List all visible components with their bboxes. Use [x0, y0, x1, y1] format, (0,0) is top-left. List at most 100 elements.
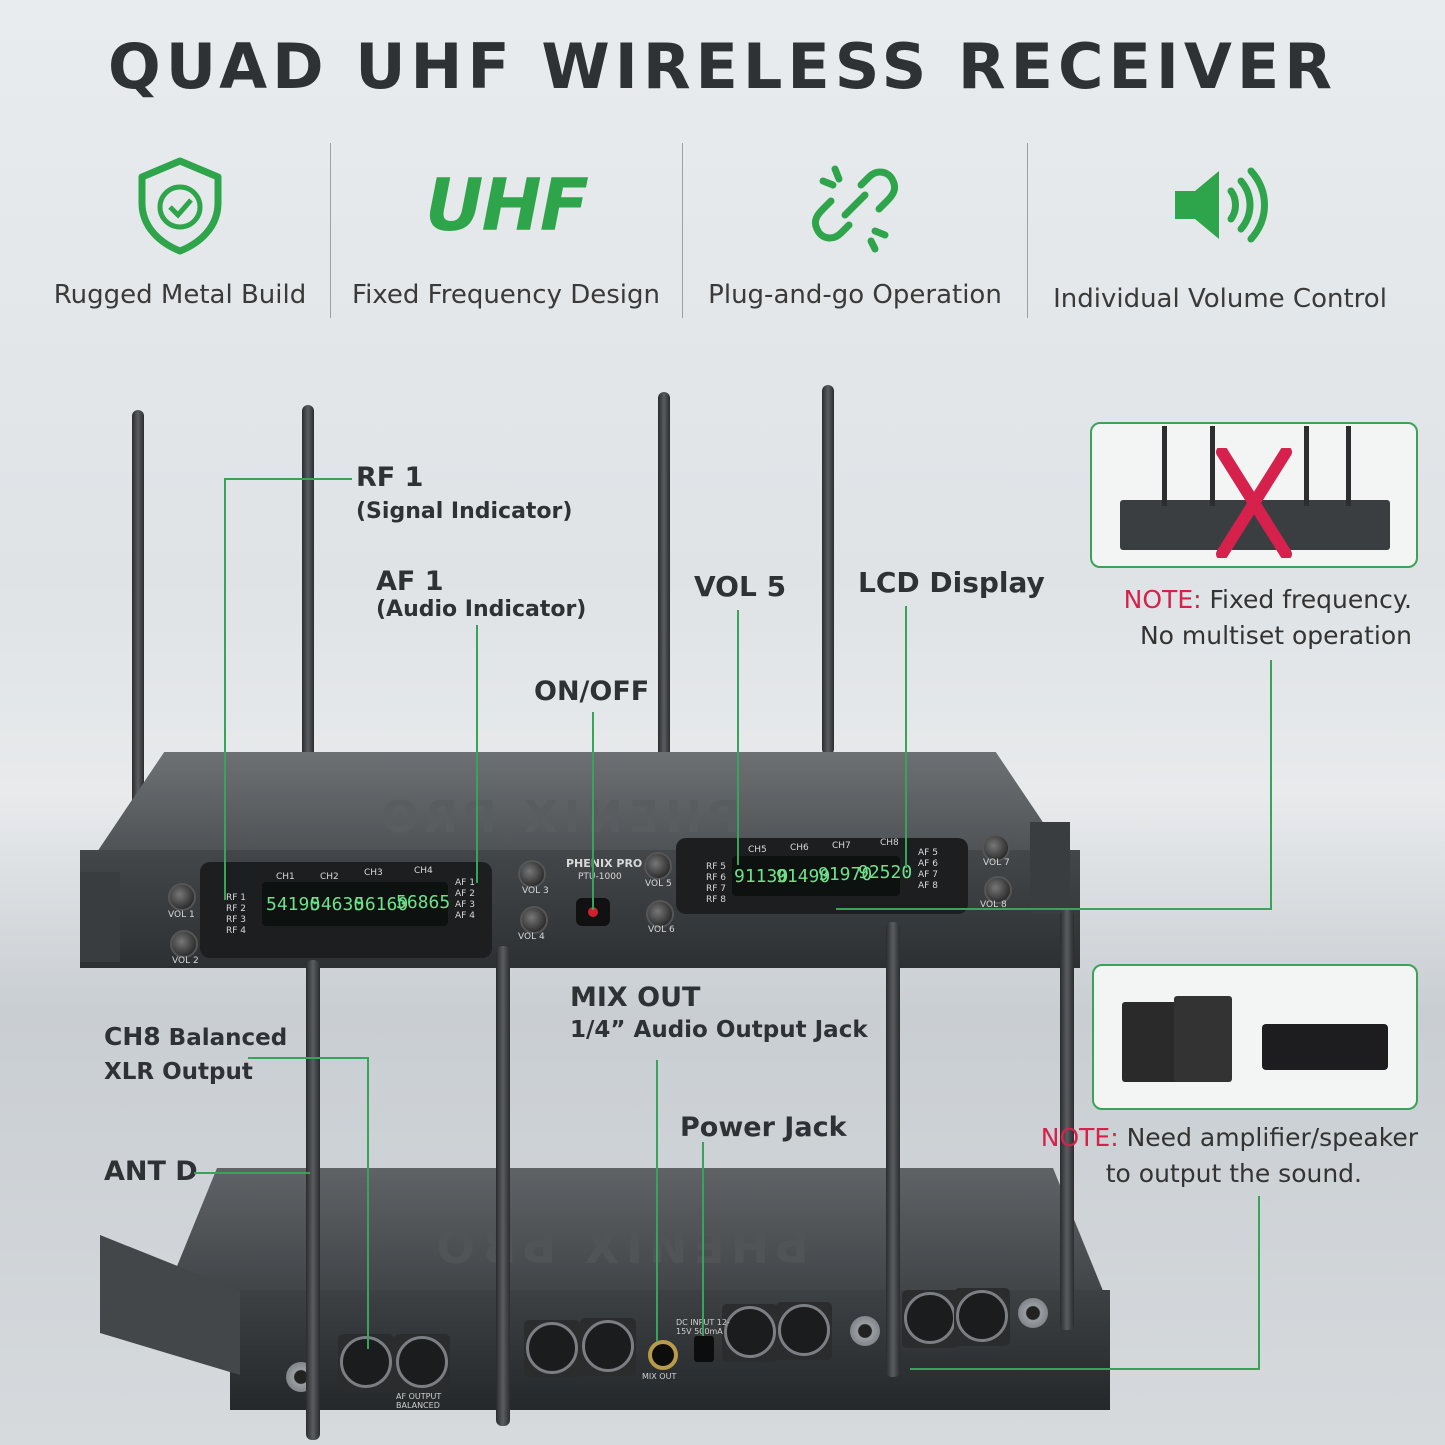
speaker-image	[1174, 996, 1232, 1082]
ant-connector[interactable]	[1018, 1298, 1048, 1328]
channel-label: CH1	[276, 872, 295, 882]
freq: 56865	[396, 892, 451, 913]
freq: 56160	[354, 894, 409, 915]
feature-uhf: UHF Fixed Frequency Design	[336, 150, 676, 310]
xlr-jack[interactable]	[778, 1304, 830, 1356]
label-af1: AF 1 (Audio Indicator)	[376, 566, 586, 622]
antenna	[306, 960, 320, 1440]
xlr-jack[interactable]	[724, 1306, 776, 1358]
vol-8-knob[interactable]	[984, 876, 1012, 904]
amplifier-image	[1262, 1024, 1388, 1070]
note1-line2: No multiset operation	[1139, 621, 1412, 650]
xlr-out-4	[722, 1304, 778, 1362]
feature-plug: Plug-and-go Operation	[685, 150, 1025, 310]
feature-label: Fixed Frequency Design	[352, 280, 660, 310]
vol-1-knob[interactable]	[168, 883, 196, 911]
antenna	[658, 392, 670, 772]
vol-4-knob[interactable]	[520, 906, 548, 934]
leader-note2-h	[910, 1368, 1260, 1370]
vol-label: VOL 7	[983, 858, 1010, 868]
note2: NOTE: Need amplifier/speaker to output t…	[1020, 1120, 1418, 1192]
vol-3-knob[interactable]	[518, 860, 546, 888]
label-ch8: CH8 Balanced XLR Output	[104, 1020, 287, 1089]
freq: 91130	[734, 866, 789, 887]
shield-check-icon	[10, 150, 350, 260]
speaker-volume-icon	[1050, 150, 1390, 260]
leader-rf1-v	[224, 478, 226, 900]
af-label: AF 2	[455, 889, 475, 899]
feature-label: Plug-and-go Operation	[708, 280, 1002, 310]
vol-7-knob[interactable]	[982, 834, 1010, 862]
mix-out-jack[interactable]	[648, 1340, 678, 1370]
leader-ant	[194, 1172, 310, 1174]
cross-icon	[1216, 448, 1292, 558]
ch8-title: CH8	[104, 1022, 161, 1051]
vol-5-knob[interactable]	[644, 852, 672, 880]
rf-label: RF 8	[706, 895, 727, 905]
feature-rugged: Rugged Metal Build	[10, 150, 350, 310]
af1-title: AF 1	[376, 566, 444, 597]
brand-logo: PHENIX PRO	[566, 857, 643, 870]
xlr-jack[interactable]	[582, 1320, 634, 1372]
note2-line2: to output the sound.	[1105, 1159, 1362, 1188]
ch8-balanced: Balanced	[160, 1025, 288, 1051]
note2-line1: Need amplifier/speaker	[1118, 1123, 1418, 1152]
leader-af1	[476, 625, 478, 883]
note2-prefix: NOTE:	[1040, 1123, 1119, 1152]
antenna	[496, 946, 510, 1426]
vol-6-knob[interactable]	[646, 900, 674, 928]
xlr-jack[interactable]	[340, 1336, 392, 1388]
freq: 92520	[858, 862, 913, 883]
ant-connector[interactable]	[850, 1316, 880, 1346]
af-label: AF 8	[918, 881, 938, 891]
xlr-jack[interactable]	[526, 1322, 578, 1374]
vol-label: VOL 1	[168, 910, 195, 920]
xlr-jack[interactable]	[904, 1292, 956, 1344]
vol-label: VOL 4	[518, 932, 545, 942]
lcd-left: 54190 54630 56160 56865	[262, 882, 451, 926]
rf1-title: RF 1	[356, 462, 424, 493]
xlr-out-6	[524, 1320, 580, 1378]
dc-input-jack[interactable]	[694, 1336, 714, 1362]
brand-emboss-rear: PHENIX PRO	[430, 1218, 809, 1272]
dc-input-label: DC INPUT 12-15V 500mA	[676, 1318, 730, 1336]
channel-label: CH5	[748, 845, 767, 855]
lcd-right: 91130 91490 91970 92520	[732, 856, 912, 896]
xlr-jack[interactable]	[396, 1336, 448, 1388]
note1-line1: Fixed frequency.	[1201, 585, 1412, 614]
model: PTU-1000	[578, 872, 622, 882]
mix-title: MIX OUT	[570, 982, 701, 1013]
antenna	[1060, 910, 1074, 1330]
label-vol5: VOL 5	[694, 570, 787, 603]
rf-label: RF 1	[226, 893, 247, 903]
rack-ear-left	[80, 872, 120, 962]
feature-label: Individual Volume Control	[1053, 284, 1387, 314]
vol-2-knob[interactable]	[170, 930, 198, 958]
channel-label: CH6	[790, 843, 809, 853]
leader-power	[702, 1142, 704, 1336]
af-output-label: AF OUTPUT BALANCED	[396, 1392, 442, 1410]
xlr-jack[interactable]	[956, 1290, 1008, 1342]
channel-label: CH3	[364, 868, 383, 878]
freq: 91490	[776, 866, 831, 887]
label-lcd: LCD Display	[858, 566, 1045, 599]
brand-emboss: PHENIX PRO	[375, 792, 741, 843]
page-title: QUAD UHF WIRELESS RECEIVER	[108, 30, 1337, 103]
label-onoff: ON/OFF	[534, 676, 650, 707]
vol-label: VOL 6	[648, 925, 675, 935]
leader-note2-v	[1258, 1196, 1260, 1368]
rf-label: RF 3	[226, 915, 247, 925]
note2-image-frame	[1092, 964, 1418, 1110]
mix-out-label: MIX OUT	[642, 1372, 677, 1381]
xlr-out-2	[902, 1290, 958, 1348]
rf-label: RF 7	[706, 884, 727, 894]
af-label: AF 1	[455, 878, 475, 888]
leader-onoff	[592, 712, 594, 910]
antenna	[1162, 426, 1167, 506]
af-label: AF 3	[455, 900, 475, 910]
note1-image-frame	[1090, 422, 1418, 568]
xlr-out-3	[776, 1302, 832, 1360]
af1-subtitle: (Audio Indicator)	[376, 597, 587, 622]
af-label: AF 4	[455, 911, 475, 921]
uhf-text-icon: UHF	[425, 163, 589, 247]
